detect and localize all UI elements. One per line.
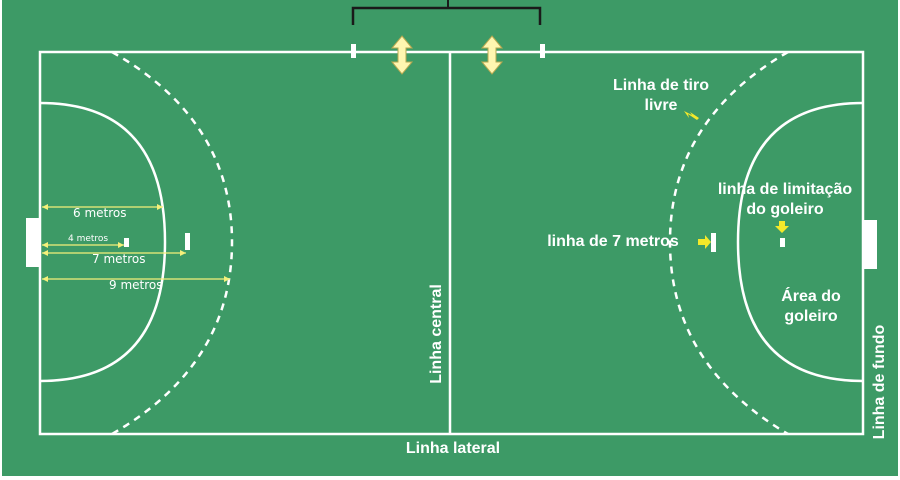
measure-arrowhead [42,276,48,282]
measure-label-6m: 6 metros [73,206,127,220]
measure-arrowhead [224,276,230,282]
measure-label-7m: 7 metros [92,252,146,266]
yellow-pointer-arrow-icon [698,235,711,249]
goal-area-line-right [736,101,864,383]
substitution-mark-left [351,44,356,58]
measure-arrowhead [118,242,124,248]
yellow-pointer-arrow-icon [775,221,789,233]
free-throw-line-left [111,50,234,436]
label-center-line: Linha central [428,284,445,384]
measure-arrowhead [42,242,48,248]
label-goal-area-2: goleiro [784,308,838,325]
goal-area-line-left [39,101,167,383]
measure-arrowhead [42,204,48,210]
label-goal-area: Área do [781,286,841,305]
label-free-throw-line-2: livre [645,97,678,114]
goal-right [862,220,877,269]
label-goalkeeper-limit-2: do goleiro [746,201,824,218]
label-sideline: Linha lateral [406,440,500,457]
label-goalkeeper-limit: linha de limitação [718,181,852,198]
goalkeeper-limit-mark-right [780,238,785,247]
goalkeeper-limit-mark-left [124,238,129,247]
double-arrow-vertical-icon [480,35,504,75]
measure-arrowhead [157,204,163,210]
measure-arrowhead [180,250,186,256]
seven-meter-mark-left [185,233,190,250]
label-free-throw-line: Linha de tiro [613,77,709,94]
double-arrow-vertical-icon [390,35,414,75]
measure-arrowhead [42,250,48,256]
label-end-line: Linha de fundo [871,324,888,439]
substitution-zone-bracket [351,6,542,25]
seven-meter-mark-right [711,233,716,252]
goal-left [26,218,41,267]
measure-label-9m: 9 metros [109,278,163,292]
label-seven-meter-line: linha de 7 metros [547,233,679,250]
measure-label-4m: 4 metros [68,234,108,244]
free-throw-line-right [668,50,789,436]
yellow-pointer-arrow-icon [684,111,699,120]
substitution-mark-right [540,44,545,58]
